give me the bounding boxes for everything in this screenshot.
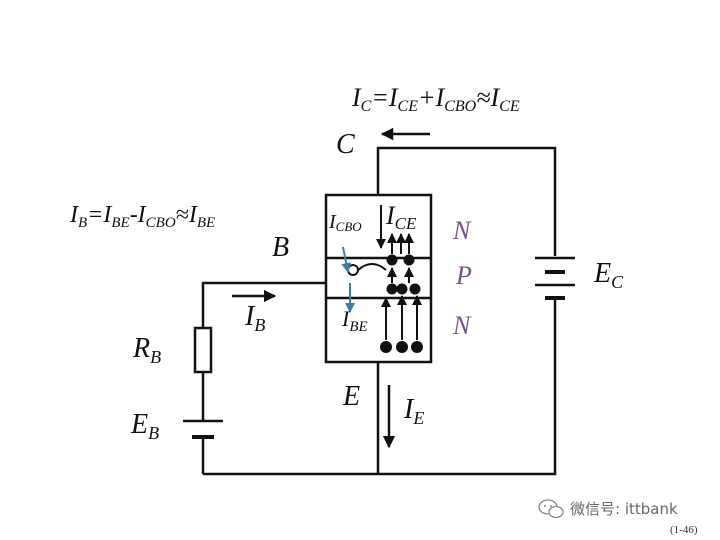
emitter-label: E bbox=[342, 381, 360, 412]
resistor-rb bbox=[193, 326, 213, 374]
ec-return-wire bbox=[203, 300, 557, 476]
ic-equation: IC=ICE+ICBO≈ICE bbox=[351, 83, 520, 115]
battery-ec bbox=[535, 256, 575, 300]
page-number: (1-46) bbox=[670, 524, 698, 536]
region-n-top: N bbox=[452, 216, 472, 245]
ie-label: IE bbox=[403, 394, 424, 428]
collector-wire bbox=[376, 146, 557, 256]
carrier-flow bbox=[341, 205, 423, 353]
watermark-text: 微信号: ittbank bbox=[570, 500, 678, 518]
region-n-bottom: N bbox=[452, 311, 472, 340]
region-p: P bbox=[455, 261, 472, 290]
rb-label: RB bbox=[132, 333, 161, 367]
ibe-label: IBE bbox=[341, 306, 368, 335]
collector-label: C bbox=[336, 129, 355, 160]
icbo-label: ICBO bbox=[328, 211, 362, 234]
circuit-wires bbox=[201, 146, 557, 476]
transistor-block bbox=[324, 193, 433, 364]
wechat-icon bbox=[538, 499, 564, 519]
ib-label: IB bbox=[244, 301, 265, 335]
watermark: 微信号: ittbank bbox=[538, 499, 678, 519]
ec-label: EC bbox=[593, 258, 624, 292]
ice-label: ICE bbox=[385, 201, 417, 233]
ib-equation: IB=IBE-ICBO≈IBE bbox=[69, 202, 215, 231]
battery-eb bbox=[183, 419, 223, 439]
base-wire bbox=[201, 281, 326, 328]
base-label: B bbox=[272, 232, 289, 263]
eb-label: EB bbox=[130, 409, 159, 443]
